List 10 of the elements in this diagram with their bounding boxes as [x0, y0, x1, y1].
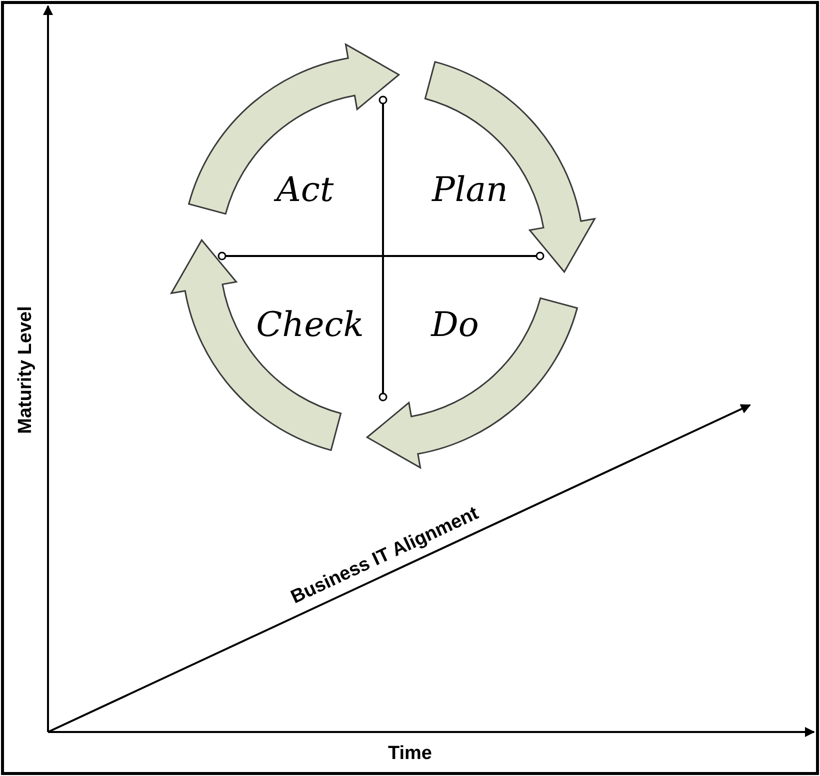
curved-arrow	[188, 44, 400, 215]
curved-arrow	[170, 239, 342, 451]
curved-arrow	[366, 297, 578, 468]
curved-arrow	[424, 61, 596, 273]
cycle-step-label: Act	[276, 170, 334, 210]
cycle-step-label: Do	[431, 305, 479, 345]
cycle-step-label: Plan	[432, 170, 508, 210]
axis-title: Maturity Level	[14, 306, 37, 434]
cycle-step-label: Check	[256, 305, 364, 345]
axis-title: Time	[388, 743, 432, 765]
